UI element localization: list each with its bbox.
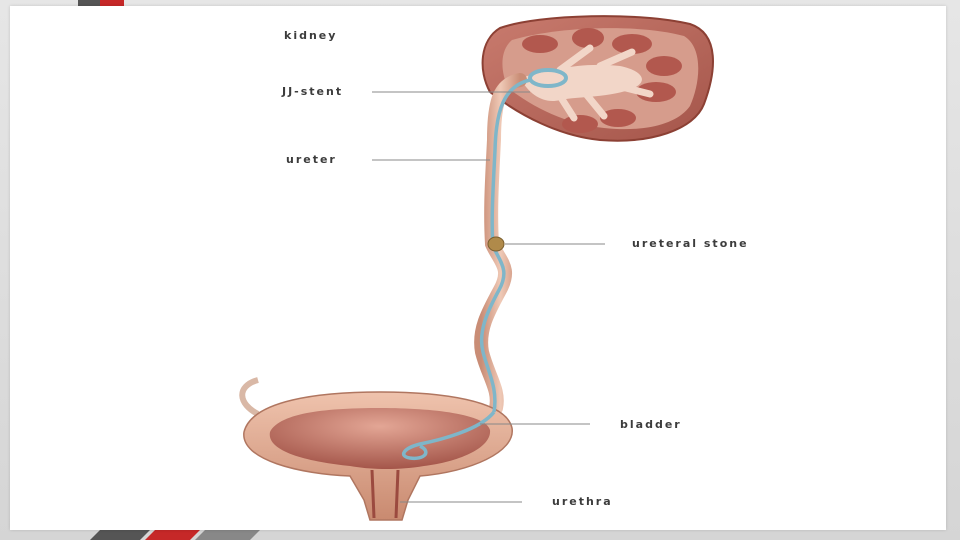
bladder-illustration bbox=[239, 377, 513, 521]
label-ureter: ureter bbox=[286, 153, 337, 166]
label-jj-stent: JJ-stent bbox=[282, 85, 344, 98]
ureteral-stone-illustration bbox=[487, 236, 505, 252]
label-urethra: urethra bbox=[552, 495, 613, 508]
label-ureteral-stone: ureteral stone bbox=[632, 237, 749, 250]
label-bladder: bladder bbox=[620, 418, 682, 431]
top-accent-red-bar bbox=[100, 0, 124, 6]
bottom-accent-stripes bbox=[90, 530, 260, 540]
label-kidney: kidney bbox=[284, 29, 338, 42]
top-accent-dark-bar bbox=[78, 0, 100, 6]
jj-stent-illustration bbox=[401, 68, 568, 461]
kidney-illustration bbox=[481, 15, 714, 142]
